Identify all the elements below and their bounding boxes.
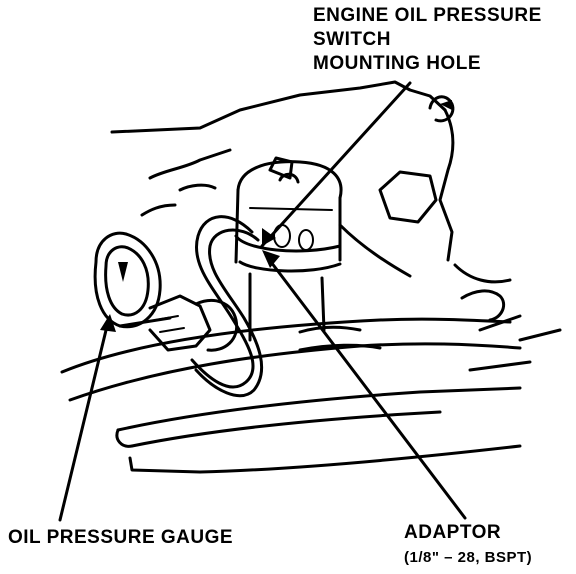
gauge-hose [190,215,264,397]
frame-members [60,317,562,474]
oil-pressure-gauge [93,231,239,352]
leader-lines [58,81,467,522]
gauge-label: OIL PRESSURE GAUGE [8,527,234,548]
switch-hole-line-2: SWITCH [313,29,391,50]
oil-filter-housing [234,156,343,342]
switch-hole-line-1: ENGINE OIL PRESSURE [313,5,542,26]
engine-block [110,80,522,332]
adaptor-label: ADAPTOR [404,522,502,543]
switch-hole-line-3: MOUNTING HOLE [313,53,481,74]
switch-hole-label: ENGINE OIL PRESSURE SWITCH MOUNTING HOLE [313,4,542,76]
adaptor-spec-label: (1/8" – 28, BSPT) [404,549,533,566]
